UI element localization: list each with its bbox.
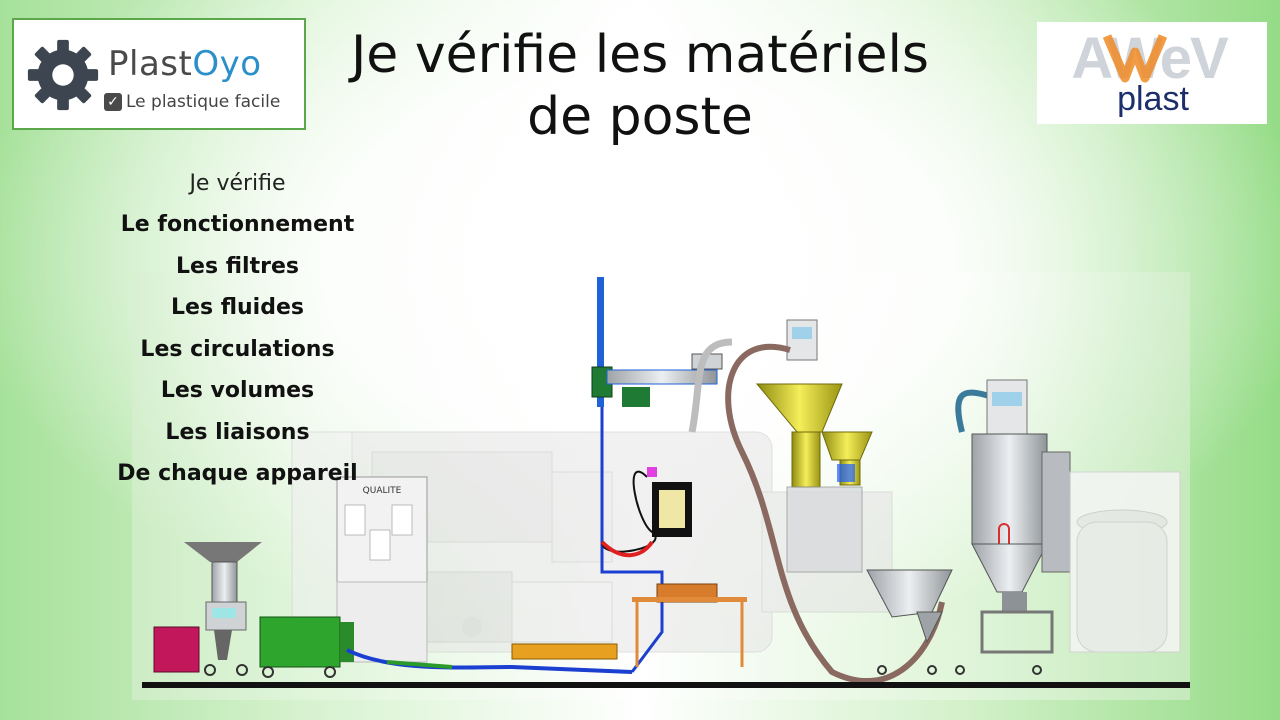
- checklist-intro: Je vérifie: [189, 171, 286, 196]
- material-dryer: [955, 379, 1071, 675]
- brand-tagline: ✓ Le plastique facile: [104, 92, 280, 112]
- checkbox-icon: ✓: [104, 93, 122, 111]
- control-panel: [600, 467, 747, 667]
- hopper-dryer-left: [153, 542, 262, 676]
- green-cart: [259, 616, 354, 678]
- collection-tray: [511, 643, 618, 660]
- cone-hopper: [866, 569, 953, 675]
- raw-material-drum: [1069, 471, 1181, 653]
- page-title: Je vérifie les matériels de poste: [350, 25, 930, 147]
- awev-logo-graphic: AWeV plast: [1071, 26, 1231, 118]
- checklist-item: Les circulations: [140, 336, 335, 362]
- checklist-item: Les volumes: [160, 378, 315, 403]
- verification-checklist: Je vérifie Le fonctionnement Les filtres…: [100, 166, 375, 495]
- plastoyo-logo: PlastOyo ✓ Le plastique facile: [12, 18, 306, 130]
- production-line-illustration: QUALITE: [132, 272, 1190, 700]
- gear-icon: [27, 39, 99, 111]
- quality-label: QUALITE: [363, 486, 402, 496]
- dosing-unit: [755, 319, 873, 573]
- checklist-item: Les liaisons: [165, 419, 310, 445]
- checklist-item: Les fluides: [171, 295, 304, 320]
- awev-plast-logo: AWeV plast: [1037, 22, 1267, 124]
- plast-wordmark: plast: [1117, 80, 1189, 118]
- checklist-item: Les filtres: [176, 253, 299, 279]
- checklist-item: Le fonctionnement: [120, 212, 355, 237]
- checklist-item: De chaque appareil: [117, 461, 358, 486]
- brand-name: PlastOyo: [108, 44, 262, 84]
- floor-line: [142, 682, 1190, 688]
